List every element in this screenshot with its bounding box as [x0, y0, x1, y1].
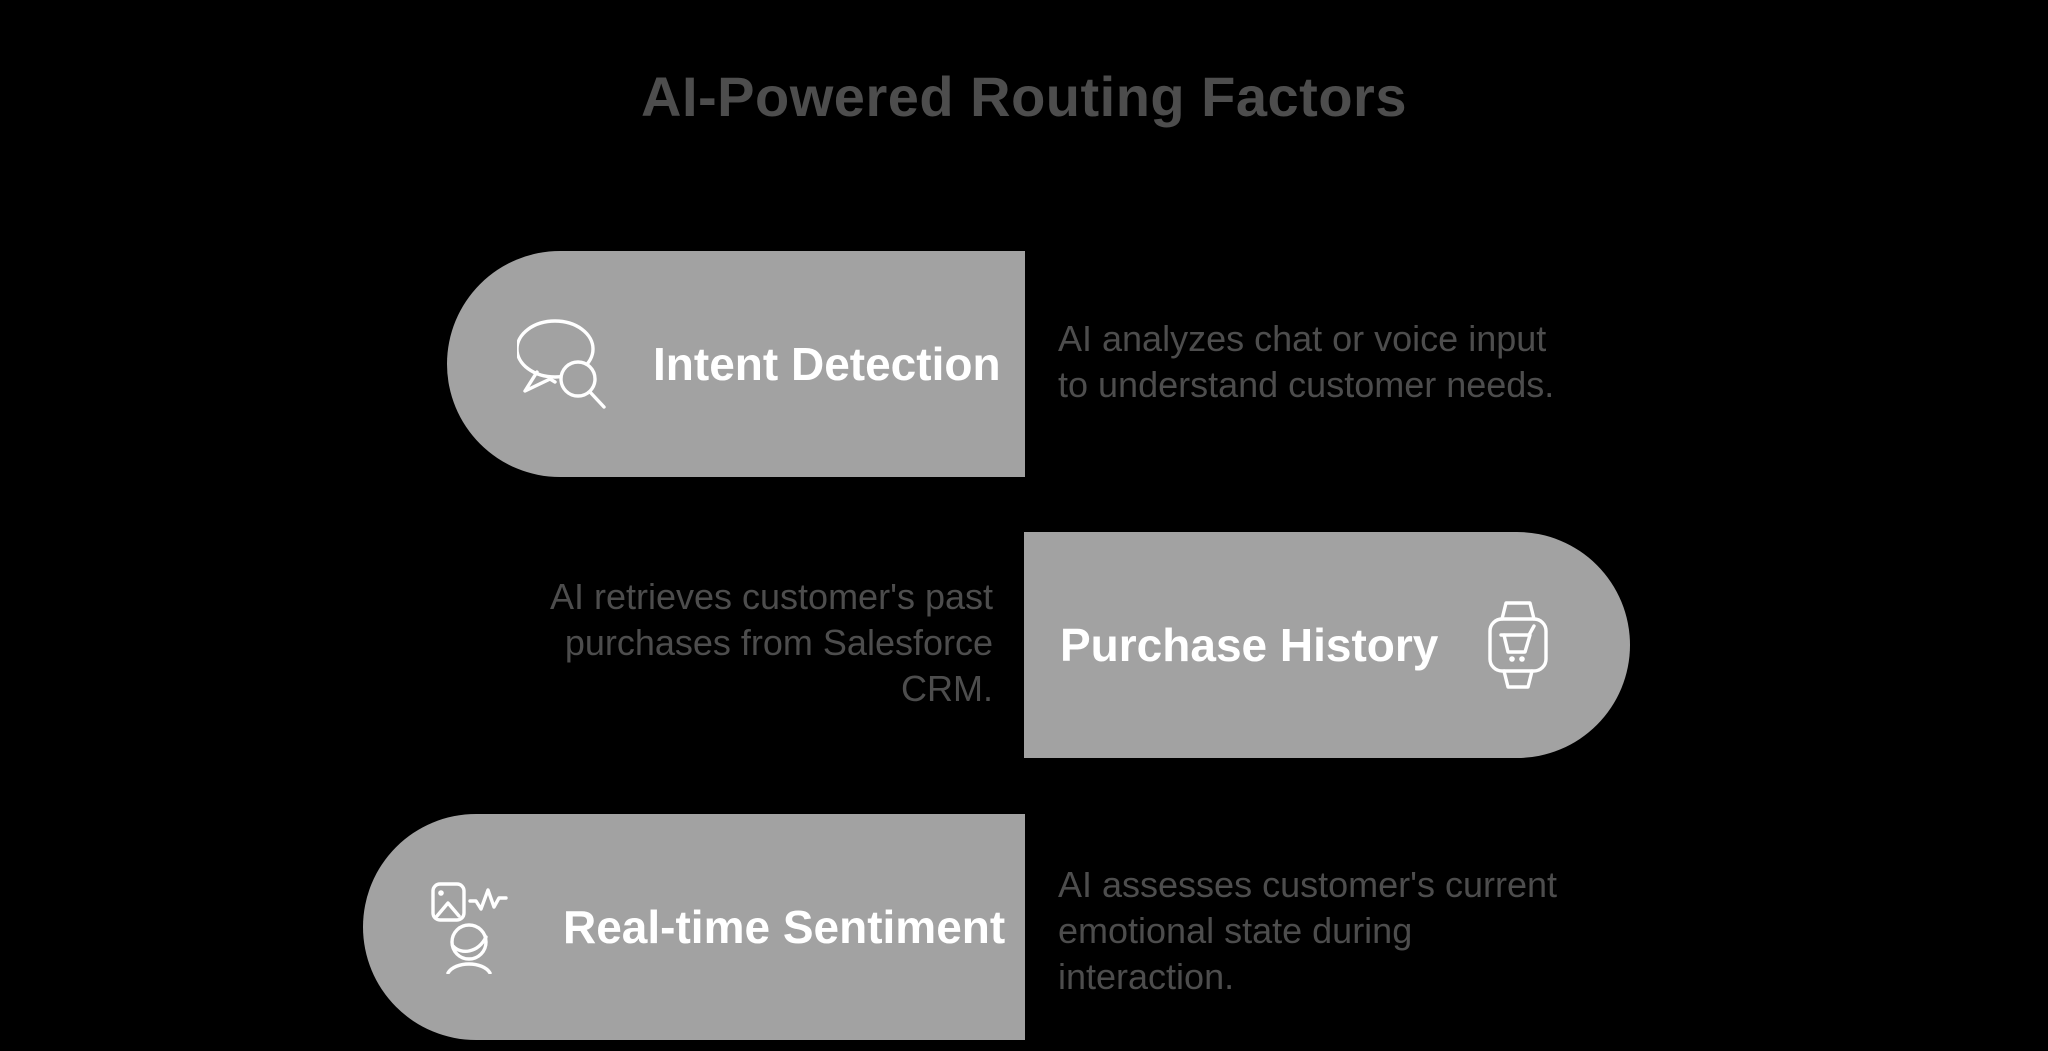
factor-label: Purchase History — [1060, 619, 1439, 671]
factor-pill-purchase-history: Purchase History — [1024, 532, 1630, 758]
description-line: purchases from Salesforce — [564, 622, 993, 663]
factor-pill-intent-detection: Intent Detection — [447, 251, 1025, 477]
factor-description-purchase-history: AI retrieves customer's past purchases f… — [423, 574, 993, 712]
page-title: AI-Powered Routing Factors — [641, 65, 1407, 128]
chat-search-icon — [517, 317, 609, 411]
factor-description-real-time-sentiment: AI assesses customer's current emotional… — [1058, 862, 1557, 1000]
factor-label: Real-time Sentiment — [563, 901, 1006, 953]
media-sentiment-icon — [429, 880, 523, 974]
factor-pill-real-time-sentiment: Real-time Sentiment — [363, 814, 1025, 1040]
watch-cart-icon — [1486, 598, 1550, 692]
description-line: AI assesses customer's current — [1058, 864, 1558, 905]
description-line: to understand customer needs. — [1058, 364, 1555, 405]
description-line: interaction. — [1058, 956, 1235, 997]
description-line: emotional state during — [1058, 910, 1413, 951]
description-line: AI analyzes chat or voice input — [1058, 318, 1547, 359]
description-line: AI retrieves customer's past — [549, 576, 993, 617]
description-line: CRM. — [901, 668, 993, 709]
factor-label: Intent Detection — [653, 338, 1001, 390]
factor-description-intent-detection: AI analyzes chat or voice input to under… — [1058, 316, 1554, 408]
